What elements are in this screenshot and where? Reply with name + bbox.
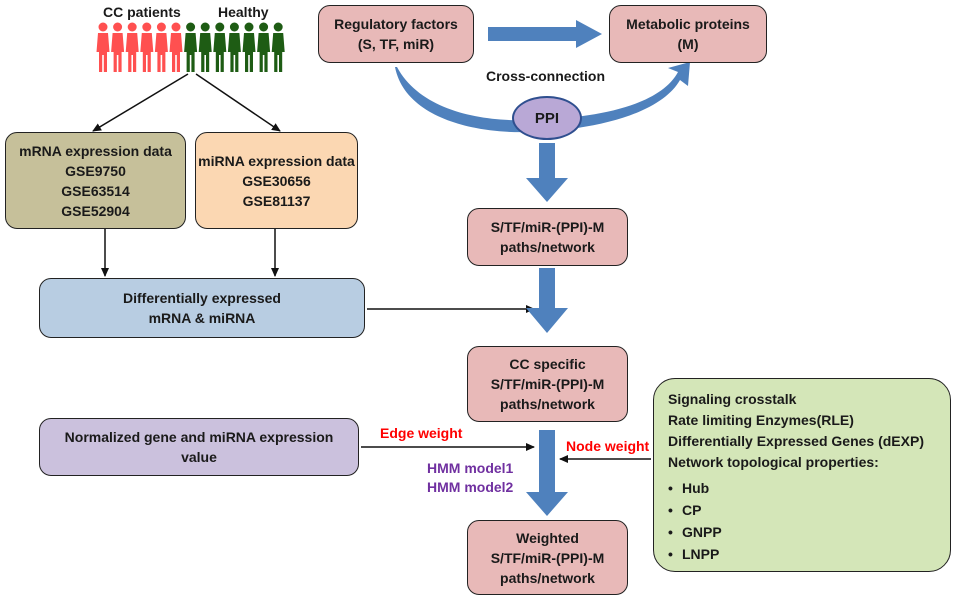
healthy-person-icon [184, 22, 198, 72]
weighted-line-3: paths/network [500, 569, 595, 586]
normalized-expression-box: Normalized gene and miRNA expression val… [39, 418, 359, 476]
mrna-dataset-2: GSE63514 [61, 182, 130, 199]
cc-person-icon [125, 22, 139, 72]
mrna-dataset-1: GSE9750 [65, 162, 126, 179]
cc-patients-label: CC patients [103, 4, 181, 20]
cc-person-icon [140, 22, 154, 72]
node-weight-label: Node weight [566, 438, 650, 454]
network-properties-box: Signaling crosstalk Rate limiting Enzyme… [653, 378, 951, 572]
bullet-cp: CP [668, 499, 936, 521]
ppi-label: PPI [534, 109, 560, 127]
topological-bullet-list: Hub CP GNPP LNPP [668, 477, 936, 565]
ccspecific-line-2: S/TF/miR-(PPI)-M [490, 376, 605, 392]
cross-connection-label: Cross-connection [486, 68, 606, 84]
edge-weight-label: Edge weight [380, 425, 463, 441]
hmm-model2-label: HMM model2 [427, 479, 514, 495]
cc-person-icon [169, 22, 183, 72]
healthy-person-icon [198, 22, 212, 72]
regulatory-title: Regulatory factors [334, 16, 458, 32]
property-rate-limiting: Rate limiting Enzymes(RLE) [668, 412, 854, 428]
cc-person-icon [111, 22, 125, 72]
healthy-person-icon [213, 22, 227, 72]
healthy-person-icon [271, 22, 285, 72]
mrna-expression-box: mRNA expression data GSE9750 GSE63514 GS… [5, 132, 186, 229]
cross-connection-swoosh [395, 62, 690, 133]
mirna-dataset-1: GSE30656 [242, 172, 311, 189]
paths-line-1: S/TF/miR-(PPI)-M [490, 219, 605, 235]
ccspecific-line-1: CC specific [509, 356, 586, 372]
ppi-ellipse: PPI [512, 96, 582, 140]
diff-line-2: mRNA & miRNA [148, 310, 256, 326]
normalized-line-1: Normalized gene and miRNA expression [64, 429, 334, 445]
bullet-lnpp: LNPP [668, 543, 936, 565]
healthy-person-icon [242, 22, 256, 72]
bullet-gnpp: GNPP [668, 521, 936, 543]
arrow-ppi-to-paths [526, 143, 568, 202]
healthy-person-icon [227, 22, 241, 72]
bullet-hub: Hub [668, 477, 936, 499]
metabolic-subtitle: (M) [677, 36, 699, 52]
mrna-title: mRNA expression data [19, 142, 172, 159]
arrow-paths-to-ccspecific [526, 268, 568, 333]
property-signaling-crosstalk: Signaling crosstalk [668, 391, 797, 407]
property-topological: Network topological properties: [668, 454, 879, 470]
mirna-dataset-2: GSE81137 [242, 192, 311, 209]
arrow-people-to-mirna [195, 73, 281, 132]
weighted-line-2: S/TF/miR-(PPI)-M [490, 549, 605, 566]
regulatory-factors-box: Regulatory factors (S, TF, miR) [318, 5, 474, 63]
cc-person-icon [154, 22, 168, 72]
regulatory-subtitle: (S, TF, miR) [357, 36, 435, 52]
paths-line-2: paths/network [500, 239, 595, 255]
healthy-label: Healthy [218, 4, 269, 20]
cc-specific-box: CC specific S/TF/miR-(PPI)-M paths/netwo… [467, 346, 628, 422]
healthy-person-icon [257, 22, 271, 72]
arrow-people-to-mrna [92, 73, 189, 132]
mirna-title: miRNA expression data [198, 152, 355, 169]
people-icons [96, 22, 285, 72]
ccspecific-line-3: paths/network [500, 396, 595, 412]
paths-network-box: S/TF/miR-(PPI)-M paths/network [467, 208, 628, 266]
normalized-line-2: value [181, 449, 217, 465]
hmm-model1-label: HMM model1 [427, 460, 514, 476]
weighted-line-1: Weighted [516, 529, 579, 546]
mrna-dataset-3: GSE52904 [61, 202, 130, 219]
metabolic-proteins-box: Metabolic proteins (M) [609, 5, 767, 63]
arrow-regulatory-to-metabolic [488, 20, 602, 48]
cc-person-icon [96, 22, 110, 72]
metabolic-title: Metabolic proteins [626, 16, 750, 32]
arrow-ccspecific-to-weighted [526, 430, 568, 516]
weighted-box: Weighted S/TF/miR-(PPI)-M paths/network [467, 520, 628, 595]
mirna-expression-box: miRNA expression data GSE30656 GSE81137 [195, 132, 358, 229]
diff-line-1: Differentially expressed [123, 290, 281, 306]
differentially-expressed-box: Differentially expressed mRNA & miRNA [39, 278, 365, 338]
property-dexp: Differentially Expressed Genes (dEXP) [668, 433, 924, 449]
